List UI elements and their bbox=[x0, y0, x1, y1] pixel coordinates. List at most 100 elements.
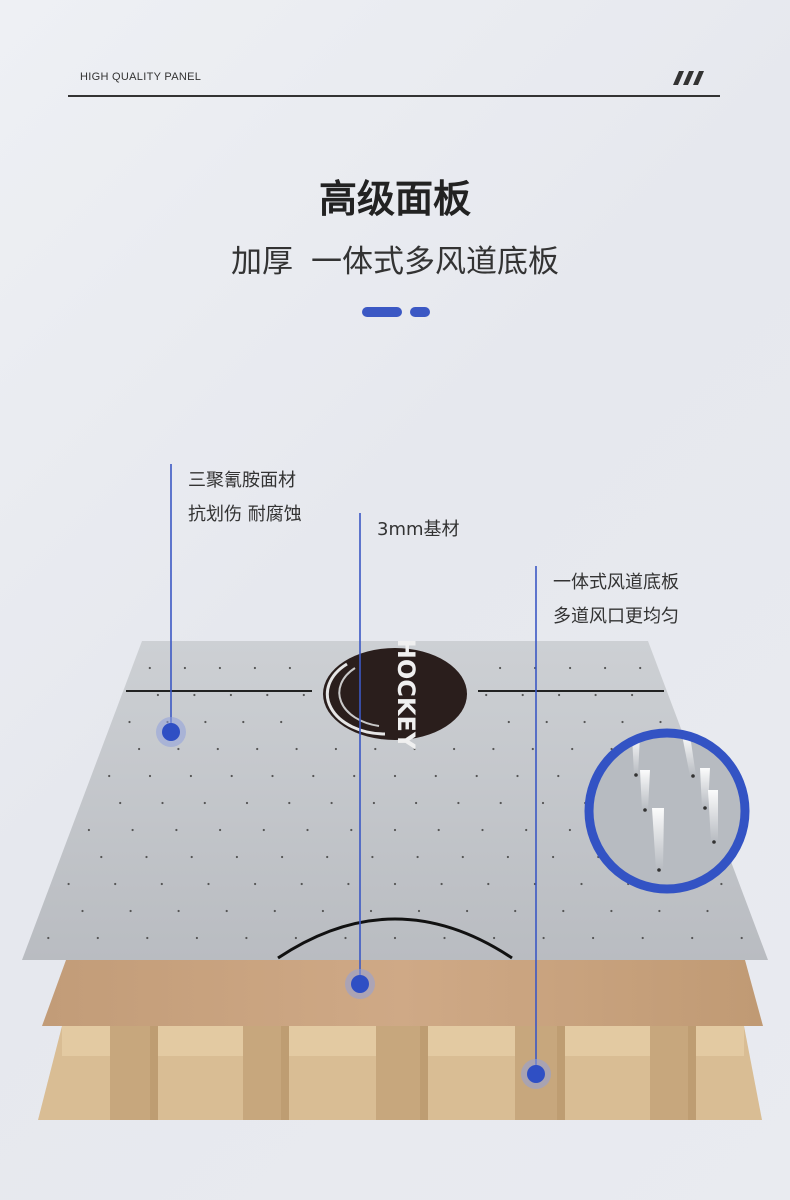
panel-hole bbox=[225, 909, 228, 913]
slashes-icon bbox=[673, 71, 704, 85]
panel-hole bbox=[417, 909, 421, 913]
panel-hole bbox=[461, 855, 464, 859]
panel-hole bbox=[330, 801, 333, 805]
panel-hole bbox=[558, 693, 561, 697]
panel-hole bbox=[216, 747, 219, 751]
panel-hole bbox=[177, 909, 180, 913]
panel-hole bbox=[254, 882, 257, 886]
panel-hole bbox=[659, 720, 662, 724]
panel-hole bbox=[393, 882, 397, 886]
panel-hole bbox=[273, 909, 276, 913]
panel-hole bbox=[594, 693, 597, 697]
panel-hole bbox=[639, 666, 642, 670]
hockey-logo-text: HOCKEY bbox=[392, 639, 420, 750]
header-divider bbox=[68, 95, 720, 97]
panel-hole bbox=[207, 882, 210, 886]
callout-surface-line2: 抗划伤 耐腐蚀 bbox=[188, 504, 302, 525]
panel-hole bbox=[583, 720, 586, 724]
panel-hole bbox=[541, 801, 545, 805]
panel-hole bbox=[372, 801, 375, 805]
panel-hole bbox=[138, 747, 141, 751]
panel-hole bbox=[195, 936, 198, 940]
panel-hole bbox=[177, 747, 180, 751]
panel-hole bbox=[321, 909, 324, 913]
panel-hole bbox=[326, 855, 329, 859]
panel-hole bbox=[485, 693, 488, 697]
panel-hole bbox=[545, 720, 548, 724]
panel-hole bbox=[434, 774, 437, 778]
panel-hole bbox=[100, 855, 103, 859]
panel-hole bbox=[568, 828, 572, 832]
panel-hole bbox=[96, 936, 99, 940]
subtitle-part1: 加厚 bbox=[231, 244, 293, 280]
panel-hole bbox=[658, 909, 661, 913]
panel-hole bbox=[507, 720, 510, 724]
panel-hole bbox=[344, 936, 347, 940]
panel-hole bbox=[514, 909, 517, 913]
panel-hole bbox=[369, 909, 373, 913]
panel-hole bbox=[114, 882, 117, 886]
panel-hole bbox=[562, 909, 565, 913]
panel-hole bbox=[691, 936, 694, 940]
panel-hole bbox=[148, 774, 152, 778]
callout-substrate-line1: 3mm基材 bbox=[377, 519, 460, 540]
panel-hole bbox=[156, 693, 159, 697]
panel-hole bbox=[235, 855, 238, 859]
panel-hole bbox=[203, 801, 206, 805]
panel-hole bbox=[580, 882, 583, 886]
page-subtitle: 加厚一体式多风道底板 bbox=[0, 236, 790, 281]
callout-marker-base bbox=[521, 1059, 551, 1089]
panel-hole bbox=[47, 936, 50, 940]
panel-hole bbox=[631, 693, 634, 697]
panel-hole bbox=[312, 774, 315, 778]
panel-hole bbox=[306, 828, 309, 832]
panel-hole bbox=[413, 747, 416, 751]
panel-hole bbox=[353, 774, 356, 778]
panel-hole bbox=[516, 774, 519, 778]
panel-hole bbox=[145, 855, 148, 859]
panel-hole bbox=[245, 801, 249, 805]
panel-hole bbox=[457, 801, 460, 805]
callout-base: 一体式风道底板 多道风口更均匀 bbox=[553, 566, 679, 634]
header-label: HIGH QUALITY PANEL bbox=[80, 71, 202, 83]
panel-hole bbox=[218, 666, 221, 670]
panel-hole bbox=[492, 747, 495, 751]
panel-hole bbox=[160, 882, 163, 886]
panel-hole bbox=[393, 828, 397, 832]
panel-hole bbox=[481, 828, 484, 832]
panel-hole bbox=[288, 801, 291, 805]
panel-hole bbox=[334, 747, 337, 751]
panel-hole bbox=[499, 666, 502, 670]
callout-marker-surface bbox=[156, 717, 186, 747]
panel-hole bbox=[604, 666, 607, 670]
base-layer bbox=[38, 1026, 762, 1120]
panel-hole bbox=[108, 774, 111, 778]
panel-hole bbox=[437, 828, 440, 832]
panel-hole bbox=[175, 828, 178, 832]
page-title: 高级面板 bbox=[318, 177, 471, 221]
panel-hole bbox=[592, 936, 595, 940]
panel-hole bbox=[740, 936, 743, 940]
subtitle-part2: 一体式多风道底板 bbox=[311, 244, 559, 280]
panel-hole bbox=[131, 828, 134, 832]
panel-hole bbox=[300, 882, 303, 886]
panel-hole bbox=[374, 747, 377, 751]
panel-hole bbox=[621, 720, 624, 724]
panel-hole bbox=[128, 720, 131, 724]
air-jet-zoom-icon bbox=[584, 728, 750, 894]
panel-hole bbox=[262, 828, 265, 832]
panel-hole bbox=[161, 801, 164, 805]
callout-base-line1: 一体式风道底板 bbox=[553, 572, 679, 593]
panel-hole bbox=[531, 747, 534, 751]
panel-hole bbox=[271, 774, 274, 778]
panel-hole bbox=[542, 936, 545, 940]
panel-hole bbox=[571, 747, 574, 751]
panel-hole bbox=[506, 855, 509, 859]
panel-hole bbox=[493, 936, 496, 940]
panel-hole bbox=[416, 855, 419, 859]
callout-base-line2: 多道风口更均匀 bbox=[553, 606, 679, 627]
substrate-layer bbox=[42, 960, 763, 1026]
accent-dash-long bbox=[362, 307, 402, 317]
panel-hole bbox=[521, 693, 524, 697]
panel-hole bbox=[453, 747, 456, 751]
